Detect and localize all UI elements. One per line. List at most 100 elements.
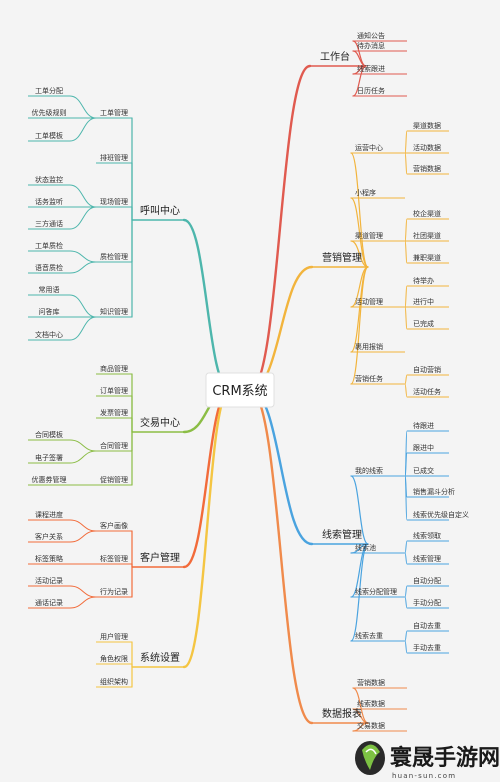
node-4-3-0[interactable]: 工单质检 xyxy=(35,241,63,250)
node-7-0[interactable]: 用户管理 xyxy=(100,632,128,641)
node-6-2-0[interactable]: 活动记录 xyxy=(35,576,63,585)
branch-0-label[interactable]: 工作台 xyxy=(320,50,350,63)
node-1-2-2[interactable]: 兼职渠道 xyxy=(413,253,441,262)
branch-2-0-1-link xyxy=(404,452,408,477)
node-0-3[interactable]: 日历任务 xyxy=(357,86,385,95)
node-4-2-1[interactable]: 话务监听 xyxy=(35,197,63,206)
node-5-4-0[interactable]: 优惠券管理 xyxy=(32,475,67,484)
branch-1-2-0-link xyxy=(404,218,408,242)
branch-6-label[interactable]: 客户管理 xyxy=(140,551,180,564)
node-0-2[interactable]: 线索跟进 xyxy=(357,64,385,73)
node-1-5-0[interactable]: 自动营销 xyxy=(413,365,441,374)
node-6-1[interactable]: 标签管理 xyxy=(100,554,128,563)
branch-4-3-0-link xyxy=(69,250,97,263)
node-2-0-2[interactable]: 已成交 xyxy=(413,466,434,475)
node-1-2-1[interactable]: 社团渠道 xyxy=(413,231,441,240)
node-1-2-0[interactable]: 校企渠道 xyxy=(413,209,441,218)
node-5-3-1[interactable]: 电子签署 xyxy=(35,453,63,462)
node-6-0-1[interactable]: 客户关系 xyxy=(35,532,63,541)
node-2-0[interactable]: 我的线索 xyxy=(355,466,383,475)
node-4-0-1[interactable]: 优先级规则 xyxy=(32,108,67,117)
node-1-5-1[interactable]: 活动任务 xyxy=(413,387,441,396)
node-3-0[interactable]: 营销数据 xyxy=(357,678,385,687)
node-2-0-4[interactable]: 线索优先级自定义 xyxy=(413,510,469,519)
node-1-0[interactable]: 运营中心 xyxy=(355,143,383,152)
node-1-1[interactable]: 小程序 xyxy=(355,188,376,197)
node-2-0-3[interactable]: 销售漏斗分析 xyxy=(413,487,455,496)
node-6-0-0[interactable]: 课程进度 xyxy=(35,510,63,519)
node-2-3[interactable]: 线索去重 xyxy=(355,631,383,640)
branch-2-child-0-link xyxy=(350,475,369,545)
center-node-box[interactable] xyxy=(205,372,275,408)
node-2-2-0[interactable]: 自动分配 xyxy=(413,576,441,585)
node-2-3-1[interactable]: 手动去重 xyxy=(413,643,441,652)
node-5-1[interactable]: 订单管理 xyxy=(100,386,128,395)
node-2-1-0[interactable]: 线索领取 xyxy=(413,531,441,540)
branch-1-child-2-link xyxy=(350,240,369,268)
branch-link-0 xyxy=(248,64,312,392)
node-1-3-1[interactable]: 进行中 xyxy=(413,297,434,306)
node-2-1-1[interactable]: 线索管理 xyxy=(413,554,441,563)
branch-3-label[interactable]: 数据报表 xyxy=(322,707,362,720)
branch-1-5-0-link xyxy=(404,374,408,385)
branch-7-label[interactable]: 系统设置 xyxy=(140,651,180,664)
node-4-1[interactable]: 排班管理 xyxy=(100,153,128,162)
node-4-0-0[interactable]: 工单分配 xyxy=(35,86,63,95)
node-1-3-2[interactable]: 已完成 xyxy=(413,319,434,328)
center-node-label: CRM系统 xyxy=(212,384,267,399)
node-4-4[interactable]: 知识管理 xyxy=(100,307,128,316)
branch-2-child-3-link xyxy=(350,543,369,642)
node-4-3-1[interactable]: 语音质检 xyxy=(35,263,63,272)
node-1-0-0[interactable]: 渠道数据 xyxy=(413,121,441,130)
node-2-1[interactable]: 线索池 xyxy=(355,543,376,552)
node-4-2-0[interactable]: 状态监控 xyxy=(35,175,63,184)
branch-1-0-0-link xyxy=(404,130,408,154)
branch-2-1-0-link xyxy=(404,540,408,554)
node-1-2[interactable]: 渠道管理 xyxy=(355,231,383,240)
node-0-1[interactable]: 待办消息 xyxy=(357,41,385,50)
node-4-3[interactable]: 质检管理 xyxy=(100,252,128,261)
node-3-2[interactable]: 交易数据 xyxy=(357,721,385,730)
node-3-1[interactable]: 线索数据 xyxy=(357,699,385,708)
node-5-4[interactable]: 促销管理 xyxy=(100,475,128,484)
node-4-4-0[interactable]: 常用语 xyxy=(39,285,60,294)
node-2-2-1[interactable]: 手动分配 xyxy=(413,598,441,607)
node-5-0[interactable]: 商品管理 xyxy=(100,364,128,373)
node-6-2[interactable]: 行为记录 xyxy=(100,587,128,596)
branch-2-label[interactable]: 线索管理 xyxy=(322,528,362,541)
node-1-3-0[interactable]: 待举办 xyxy=(413,276,434,285)
node-2-0-1[interactable]: 跟进中 xyxy=(413,443,434,452)
branch-4-4-2-link xyxy=(69,316,97,341)
node-1-4[interactable]: 裹用报销 xyxy=(355,342,383,351)
node-6-0[interactable]: 客户画像 xyxy=(100,521,128,530)
branch-6-0-1-link xyxy=(69,530,97,543)
branch-4-label[interactable]: 呼叫中心 xyxy=(140,204,180,217)
node-0-0[interactable]: 通知公告 xyxy=(357,31,385,40)
node-4-2[interactable]: 现场管理 xyxy=(100,197,128,206)
node-1-5[interactable]: 营销任务 xyxy=(355,374,383,383)
node-4-0[interactable]: 工单管理 xyxy=(100,108,128,117)
node-6-1-0[interactable]: 标签策略 xyxy=(35,554,63,563)
node-4-2-2[interactable]: 三方通话 xyxy=(35,219,63,228)
node-5-3[interactable]: 合同管理 xyxy=(100,441,128,450)
node-5-2[interactable]: 发票管理 xyxy=(100,408,128,417)
node-4-0-2[interactable]: 工单模板 xyxy=(35,131,63,140)
branch-link-3 xyxy=(248,388,314,725)
branch-5-3-1-link xyxy=(69,450,97,464)
branch-1-label[interactable]: 营销管理 xyxy=(322,251,362,264)
node-1-0-1[interactable]: 活动数据 xyxy=(413,143,441,152)
node-7-2[interactable]: 组织架构 xyxy=(100,677,128,686)
node-5-3-0[interactable]: 合同模板 xyxy=(35,430,63,439)
branch-5-label[interactable]: 交易中心 xyxy=(140,416,180,429)
node-4-4-1[interactable]: 问答库 xyxy=(39,307,60,316)
node-6-2-1[interactable]: 通话记录 xyxy=(35,598,63,607)
node-2-3-0[interactable]: 自动去重 xyxy=(413,621,441,630)
node-1-0-2[interactable]: 营销数据 xyxy=(413,164,441,173)
node-7-1[interactable]: 角色权限 xyxy=(100,654,128,663)
node-2-2[interactable]: 线索分配管理 xyxy=(355,587,397,596)
branch-2-3-0-link xyxy=(404,630,408,642)
node-2-0-0[interactable]: 待跟进 xyxy=(413,421,434,430)
branch-1-child-4-link xyxy=(350,266,369,353)
node-1-3[interactable]: 活动管理 xyxy=(355,297,383,306)
node-4-4-2[interactable]: 文档中心 xyxy=(35,330,63,339)
